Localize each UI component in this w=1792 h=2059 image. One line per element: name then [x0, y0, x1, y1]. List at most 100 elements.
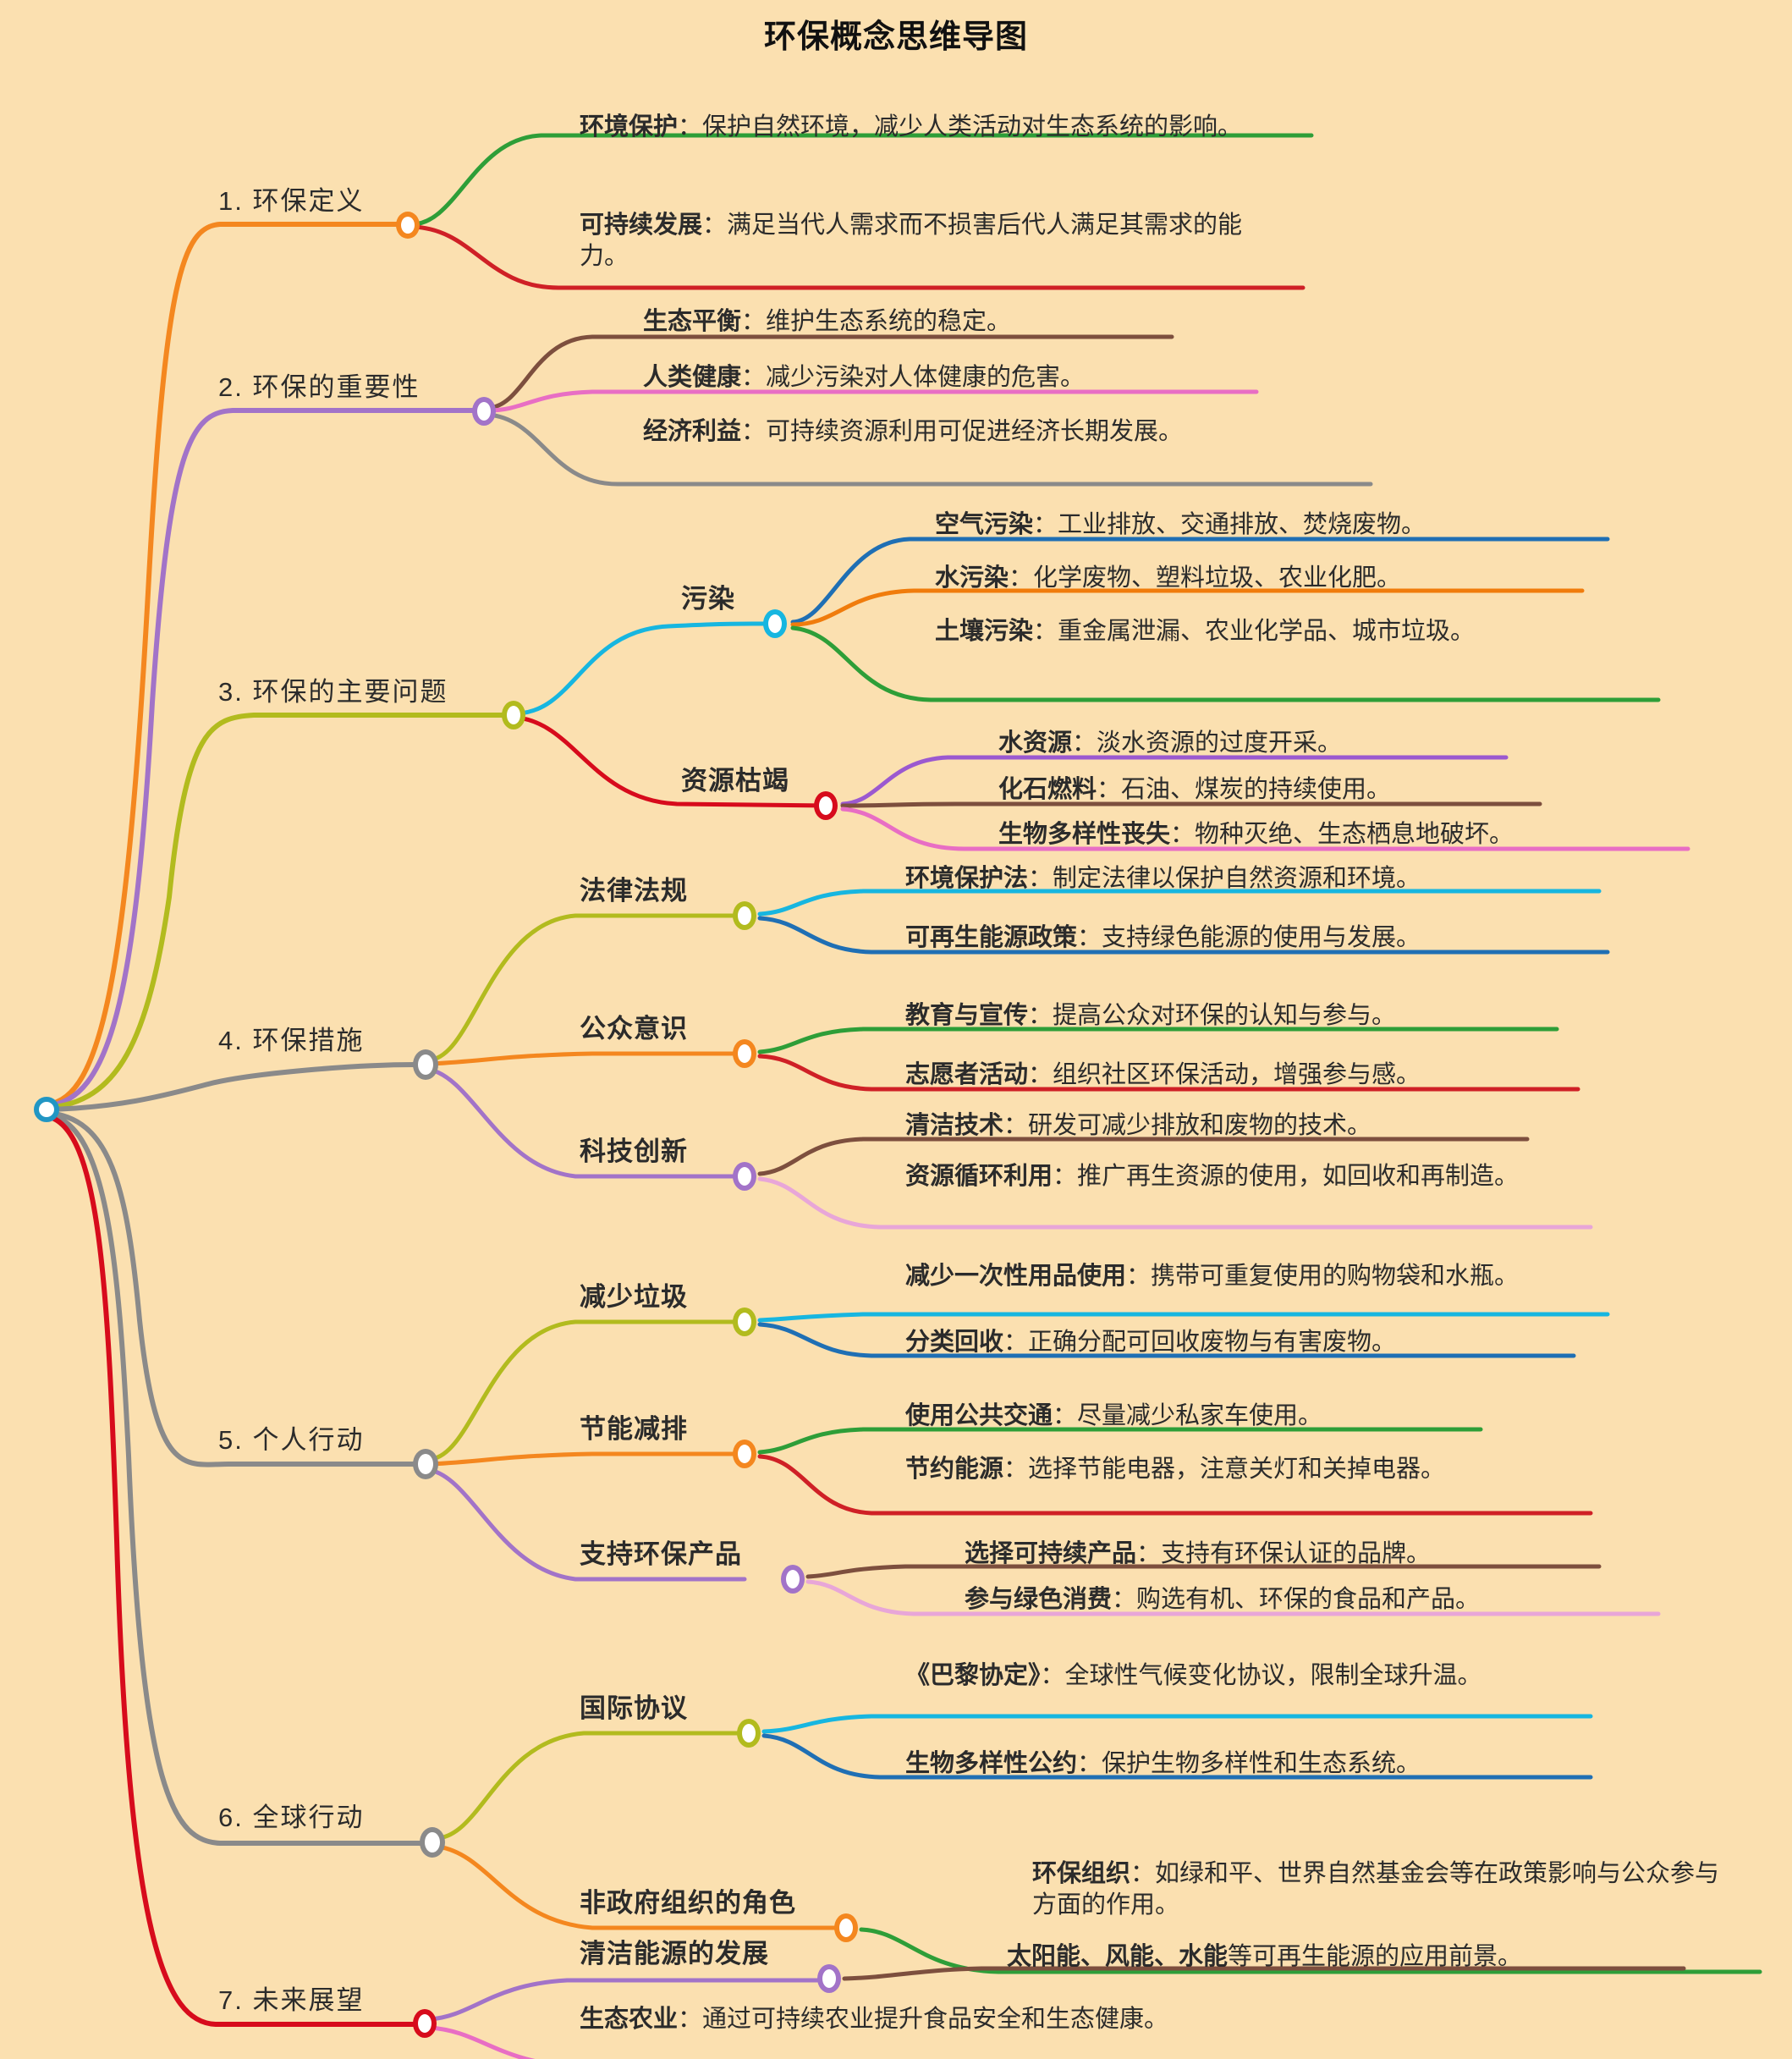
- leaf-renewable-policy[interactable]: 可再生能源政策：支持绿色能源的使用与发展。: [905, 922, 1624, 954]
- leaf-title: 人类健康: [643, 364, 742, 391]
- leaf-desc: ：如绿和平、世界自然基金会等在政策影响与公众参与方面的作用。: [1032, 1860, 1720, 1919]
- node-intl-agreement[interactable]: [737, 1719, 761, 1748]
- leaf-environment-law[interactable]: 环境保护法：制定法律以保护自然资源和环境。: [905, 863, 1616, 895]
- leaf-title: 分类回收: [905, 1329, 1004, 1356]
- leaf-title: 减少一次性用品使用: [905, 1263, 1127, 1290]
- leaf-desc: ：物种灭绝、生态栖息地破坏。: [1170, 821, 1514, 848]
- link-root-b1: [44, 222, 400, 1107]
- node-b6[interactable]: [420, 1827, 445, 1858]
- leaf-eco-balance[interactable]: 生态平衡：维护生态系统的稳定。: [643, 306, 1303, 338]
- leaf-biodiversity-loss[interactable]: 生物多样性丧失：物种灭绝、生态栖息地破坏。: [998, 819, 1701, 851]
- leaf-desc: ：支持绿色能源的使用与发展。: [1077, 924, 1421, 951]
- group-label-intl-agreement[interactable]: 国际协议: [580, 1693, 688, 1723]
- leaf-paris-agreement[interactable]: 《巴黎协定》：全球性气候变化协议，限制全球升温。: [905, 1660, 1624, 1692]
- leaf-title: 可持续发展: [580, 212, 703, 239]
- node-b5[interactable]: [413, 1449, 438, 1479]
- link-b3-g1: [515, 621, 781, 716]
- node-ngo[interactable]: [834, 1913, 858, 1942]
- leaf-title: 环保组织: [1032, 1860, 1131, 1887]
- group-label-tech[interactable]: 科技创新: [580, 1137, 688, 1166]
- leaf-economic-benefit[interactable]: 经济利益：可持续资源利用可促进经济长期发展。: [643, 416, 1311, 448]
- leaf-desc: ：重金属泄漏、农业化学品、城市垃圾。: [1033, 618, 1476, 645]
- group-label-ngo[interactable]: 非政府组织的角色: [580, 1888, 796, 1918]
- leaf-environment-protection[interactable]: 环境保护：保护自然环境，减少人类活动对生态系统的影响。: [580, 112, 1282, 143]
- branch-label-b5[interactable]: 5. 个人行动: [218, 1425, 365, 1455]
- group-label-law[interactable]: 法律法规: [580, 876, 688, 906]
- leaf-public-transport[interactable]: 使用公共交通：尽量减少私家车使用。: [905, 1401, 1548, 1432]
- leaf-desc: ：化学废物、塑料垃圾、农业化肥。: [1009, 564, 1402, 592]
- branch-label-b6[interactable]: 6. 全球行动: [218, 1803, 365, 1832]
- group-label-clean-energy[interactable]: 清洁能源的发展: [580, 1939, 769, 1968]
- node-b4[interactable]: [413, 1049, 438, 1080]
- group-label-pollution[interactable]: 污染: [681, 584, 735, 614]
- leaf-title: 教育与宣传: [905, 1002, 1029, 1029]
- node-resource-depletion[interactable]: [814, 791, 838, 820]
- node-save-energy[interactable]: [733, 1440, 756, 1468]
- branch-label-b7[interactable]: 7. 未来展望: [218, 1985, 365, 2015]
- leaf-sustainable-products[interactable]: 选择可持续产品：支持有环保认证的品牌。: [965, 1539, 1641, 1570]
- leaf-title: 资源循环利用: [905, 1163, 1053, 1190]
- leaf-title: 水污染: [935, 564, 1009, 592]
- node-b2[interactable]: [472, 397, 496, 426]
- leaf-save-energy[interactable]: 节约能源：选择节能电器，注意关灯和关掉电器。: [905, 1454, 1608, 1485]
- leaf-renewable-types[interactable]: 太阳能、风能、水能等可再生能源的应用前景。: [1007, 1941, 1726, 1973]
- link-g2-c1: [757, 1027, 1559, 1054]
- leaf-desc: ：购选有机、环保的食品和产品。: [1112, 1586, 1481, 1613]
- leaf-sorting-recycle[interactable]: 分类回收：正确分配可回收废物与有害废物。: [905, 1327, 1591, 1358]
- leaf-air-pollution[interactable]: 空气污染：工业排放、交通排放、焚烧废物。: [935, 509, 1646, 541]
- link-b2-c2: [486, 389, 1259, 413]
- leaf-desc: 等可再生能源的应用前景。: [1228, 1943, 1523, 1970]
- group-label-save-energy[interactable]: 节能减排: [580, 1414, 688, 1444]
- leaf-title: 空气污染: [935, 511, 1034, 538]
- leaf-desc: ：满足当代人需求而不损害后代人满足其需求的能力。: [580, 212, 1243, 270]
- node-awareness[interactable]: [733, 1039, 756, 1068]
- leaf-desc: ：携带可重复使用的购物袋和水瓶。: [1126, 1263, 1520, 1290]
- leaf-sustainable-development[interactable]: 可持续发展：满足当代人需求而不损害后代人满足其需求的能力。: [580, 210, 1273, 272]
- group-label-resource-depletion[interactable]: 资源枯竭: [681, 766, 789, 796]
- leaf-biodiversity-convention[interactable]: 生物多样性公约：保护生物多样性和生态系统。: [905, 1748, 1608, 1780]
- leaf-soil-pollution[interactable]: 土壤污染：重金属泄漏、农业化学品、城市垃圾。: [935, 616, 1595, 647]
- leaf-clean-tech[interactable]: 清洁技术：研发可减少排放和废物的技术。: [905, 1110, 1574, 1142]
- node-reduce-waste[interactable]: [733, 1308, 756, 1336]
- leaf-volunteer[interactable]: 志愿者活动：组织社区环保活动，增强参与感。: [905, 1060, 1599, 1091]
- node-pollution[interactable]: [763, 609, 787, 638]
- leaf-desc: ：工业排放、交通排放、焚烧废物。: [1033, 511, 1426, 538]
- node-b3[interactable]: [502, 701, 525, 729]
- leaf-desc: ：保护自然环境，减少人类活动对生态系统的影响。: [678, 113, 1243, 140]
- branch-label-b1[interactable]: 1. 环保定义: [218, 186, 365, 216]
- group-label-green-products[interactable]: 支持环保产品: [580, 1539, 742, 1569]
- node-b1[interactable]: [396, 212, 420, 239]
- node-green-products[interactable]: [781, 1565, 805, 1594]
- leaf-desc: ：制定法律以保护自然资源和环境。: [1028, 865, 1421, 892]
- node-clean-energy[interactable]: [817, 1964, 841, 1993]
- leaf-reduce-disposable[interactable]: 减少一次性用品使用：携带可重复使用的购物袋和水瓶。: [905, 1261, 1616, 1292]
- leaf-title: 土壤污染: [935, 618, 1034, 645]
- link-root-b2: [44, 408, 476, 1109]
- page-title: 环保概念思维导图: [763, 19, 1028, 55]
- leaf-human-health[interactable]: 人类健康：减少污染对人体健康的危害。: [643, 362, 1320, 394]
- group-label-awareness[interactable]: 公众意识: [580, 1014, 688, 1043]
- branch-label-b2[interactable]: 2. 环保的重要性: [218, 372, 421, 402]
- link-g5b-c1: [757, 1427, 1483, 1455]
- leaf-desc: ：尽量减少私家车使用。: [1053, 1402, 1323, 1429]
- leaf-desc: ：可持续资源利用可促进经济长期发展。: [741, 418, 1184, 445]
- leaf-water-resource[interactable]: 水资源：淡水资源的过度开采。: [998, 728, 1675, 759]
- node-b7[interactable]: [413, 2009, 437, 2038]
- branch-label-b4[interactable]: 4. 环保措施: [218, 1026, 365, 1055]
- node-law[interactable]: [733, 901, 756, 930]
- leaf-title: 生物多样性丧失: [998, 821, 1171, 848]
- leaf-recycle-resource[interactable]: 资源循环利用：推广再生资源的使用，如回收和再制造。: [905, 1161, 1608, 1192]
- branch-label-b3[interactable]: 3. 环保的主要问题: [218, 677, 448, 707]
- node-tech[interactable]: [733, 1162, 756, 1191]
- leaf-eco-agriculture[interactable]: 生态农业：通过可持续农业提升食品安全和生态健康。: [580, 2004, 1265, 2035]
- node-root[interactable]: [34, 1097, 59, 1122]
- leaf-desc: ：石油、煤炭的持续使用。: [1097, 776, 1392, 803]
- leaf-water-pollution[interactable]: 水污染：化学废物、塑料垃圾、农业化肥。: [935, 563, 1637, 594]
- group-label-reduce-waste[interactable]: 减少垃圾: [580, 1282, 688, 1312]
- leaf-education[interactable]: 教育与宣传：提高公众对环保的认知与参与。: [905, 1000, 1582, 1032]
- leaf-title: 志愿者活动: [905, 1061, 1029, 1088]
- leaf-green-consumption[interactable]: 参与绿色消费：购选有机、环保的食品和产品。: [965, 1584, 1658, 1616]
- leaf-fossil-fuel[interactable]: 化石燃料：石油、煤炭的持续使用。: [998, 774, 1675, 806]
- link-root-b6: [44, 1112, 426, 1846]
- leaf-eco-organizations[interactable]: 环保组织：如绿和平、世界自然基金会等在政策影响与公众参与方面的作用。: [1032, 1858, 1743, 1920]
